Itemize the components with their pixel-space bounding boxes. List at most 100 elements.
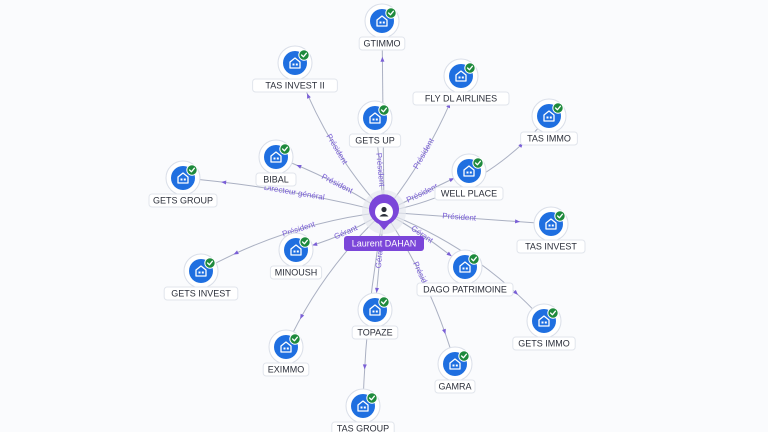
check-badge-icon: [186, 164, 198, 176]
building-icon: [538, 315, 550, 327]
check-badge-icon: [554, 210, 566, 222]
node-label: WELL PLACE: [441, 189, 497, 199]
node-label: GETS IMMO: [518, 339, 570, 349]
node-label: GETS UP: [355, 136, 395, 146]
building-icon: [455, 70, 467, 82]
node-label-box: [434, 379, 476, 394]
building-icon: [357, 400, 369, 412]
node-label: GAMRA: [438, 382, 471, 392]
company-node-dago-patrimoine[interactable]: DAGO PATRIMOINE: [416, 249, 514, 297]
edge-label: Président: [374, 152, 386, 187]
check-badge-icon: [366, 392, 378, 404]
check-badge-icon: [552, 102, 564, 114]
company-node-fly-dl-airlines[interactable]: FLY DL AIRLINES: [412, 58, 510, 106]
node-label: BIBAL: [263, 175, 289, 185]
node-label-box: [348, 133, 402, 148]
check-badge-icon: [378, 296, 390, 308]
company-node-gtimmo[interactable]: GTIMMO: [358, 3, 406, 51]
building-icon: [369, 304, 381, 316]
edge-arrow: [233, 250, 239, 255]
edge-arrow: [513, 289, 518, 295]
company-node-tas-group[interactable]: TAS GROUP: [331, 388, 395, 432]
check-badge-icon: [298, 49, 310, 61]
check-badge-icon: [458, 350, 470, 362]
edge-arrow: [375, 287, 380, 293]
edge-arrow: [362, 364, 367, 370]
company-node-gets-immo[interactable]: GETS IMMO: [512, 303, 576, 351]
building-icon: [543, 110, 555, 122]
check-badge-icon: [385, 7, 397, 19]
company-node-gets-invest[interactable]: GETS INVEST: [163, 253, 239, 301]
edge-arrow: [442, 328, 446, 335]
building-icon: [270, 151, 282, 163]
node-label: GETS GROUP: [153, 196, 213, 206]
check-badge-icon: [464, 62, 476, 74]
company-node-gets-group[interactable]: GETS GROUP: [148, 160, 218, 208]
node-label-box: [252, 78, 338, 93]
edge-arrow: [446, 251, 452, 257]
edge-arrow: [307, 93, 311, 99]
check-badge-icon: [468, 253, 480, 265]
node-label-box: [434, 186, 504, 201]
edge-label: Président: [442, 211, 477, 222]
company-node-gets-up[interactable]: GETS UP: [348, 100, 402, 148]
node-label-box: [358, 36, 406, 51]
building-icon: [449, 358, 461, 370]
center-person-node[interactable]: Laurent DAHAN: [344, 190, 424, 251]
edge-arrow: [514, 219, 521, 224]
company-node-bibal[interactable]: BIBAL: [255, 139, 297, 187]
node-label: TAS INVEST II: [265, 81, 324, 91]
check-badge-icon: [204, 257, 216, 269]
edge-gets-invest: [200, 211, 385, 272]
node-label: TOPAZE: [357, 328, 392, 338]
edge-arrow: [300, 313, 305, 320]
building-icon: [463, 165, 475, 177]
node-label-box: [331, 421, 395, 432]
building-icon: [290, 244, 302, 256]
edge-label: Président: [324, 132, 349, 166]
center-label: Laurent DAHAN: [352, 239, 417, 249]
check-badge-icon: [299, 236, 311, 248]
node-label: DAGO PATRIMOINE: [423, 285, 507, 295]
check-badge-icon: [289, 333, 301, 345]
company-node-tas-immo[interactable]: TAS IMMO: [520, 98, 578, 146]
nodes-layer: GTIMMO TAS INVEST II FLY DL AIRLINES GETS U…: [148, 3, 586, 432]
building-icon: [376, 15, 388, 27]
building-icon: [195, 265, 207, 277]
edge-arrow: [380, 56, 385, 62]
check-badge-icon: [472, 157, 484, 169]
node-label: FLY DL AIRLINES: [425, 94, 497, 104]
company-node-well-place[interactable]: WELL PLACE: [434, 153, 504, 201]
building-icon: [369, 112, 381, 124]
edge-arrow: [221, 180, 227, 185]
building-icon: [459, 261, 471, 273]
edge-label: Gérant: [374, 243, 385, 269]
node-label-box: [163, 286, 239, 301]
building-icon: [177, 172, 189, 184]
edge-arrow: [448, 178, 455, 183]
check-badge-icon: [378, 104, 390, 116]
company-node-tas-invest[interactable]: TAS INVEST: [516, 206, 586, 254]
node-label-box: [416, 282, 514, 297]
node-label-box: [412, 91, 510, 106]
edge-gets-group: [182, 177, 385, 213]
node-label: TAS GROUP: [337, 424, 389, 432]
node-label: EXIMMO: [268, 365, 305, 375]
company-node-tas-invest-ii[interactable]: TAS INVEST II: [252, 45, 338, 93]
company-node-eximmo[interactable]: EXIMMO: [262, 329, 310, 377]
node-label-box: [148, 193, 218, 208]
node-label-box: [351, 325, 399, 340]
edge-arrow: [312, 242, 318, 246]
company-node-gamra[interactable]: GAMRA: [434, 346, 476, 394]
check-badge-icon: [547, 307, 559, 319]
edge-arrow: [296, 164, 302, 169]
company-node-minoush[interactable]: MINOUSH: [269, 232, 323, 280]
node-label: TAS IMMO: [527, 134, 571, 144]
node-label-box: [512, 336, 576, 351]
building-icon: [280, 341, 292, 353]
node-label-box: [269, 265, 323, 280]
company-node-topaze[interactable]: TOPAZE: [351, 292, 399, 340]
node-label: MINOUSH: [275, 268, 318, 278]
center-label-box: [344, 236, 424, 251]
